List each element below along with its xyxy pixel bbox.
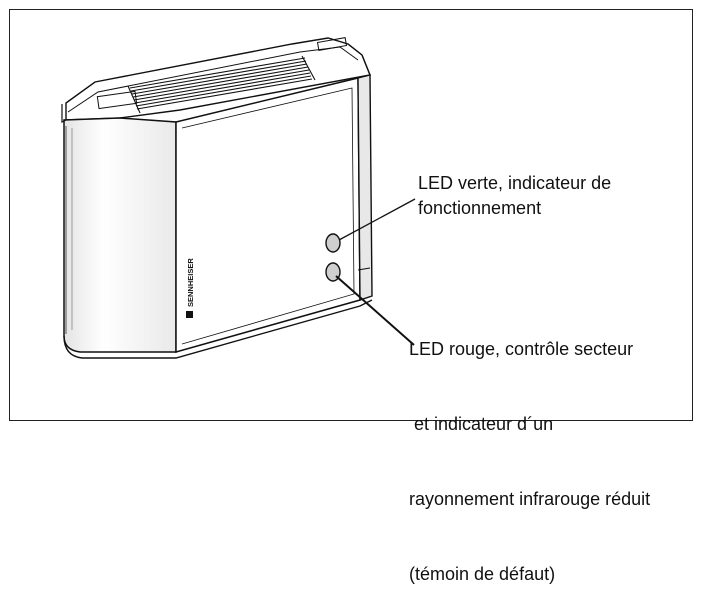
- red-led-callout-line-2: et indicateur d´un: [409, 414, 554, 434]
- red-led-callout-line-1: LED rouge, contrôle secteur: [409, 339, 634, 359]
- green-led-callout: LED verte, indicateur de fonctionnement: [418, 171, 611, 221]
- device-front-panel: [175, 77, 361, 353]
- figure-frame: [9, 9, 693, 421]
- green-led: [325, 233, 341, 253]
- red-led-leader-line: [335, 275, 415, 346]
- red-led-callout: LED rouge, contrôle secteur et indicateu…: [409, 287, 650, 612]
- device-left-end: [63, 117, 177, 353]
- device-illustration: SENNHEISER: [61, 37, 416, 359]
- red-led-callout-line-3: rayonnement infrarouge réduit: [409, 489, 651, 509]
- green-led-leader-line: [338, 198, 416, 241]
- ventilation-grille: [127, 55, 316, 114]
- green-led-callout-line-1: LED verte, indicateur de: [418, 173, 612, 193]
- red-led-callout-line-4: (témoin de défaut): [409, 564, 556, 584]
- brand-logo-text: SENNHEISER: [186, 258, 195, 307]
- brand-logo: SENNHEISER: [186, 258, 195, 318]
- device-right-side: [357, 74, 373, 301]
- green-led-callout-line-2: fonctionnement: [418, 198, 542, 218]
